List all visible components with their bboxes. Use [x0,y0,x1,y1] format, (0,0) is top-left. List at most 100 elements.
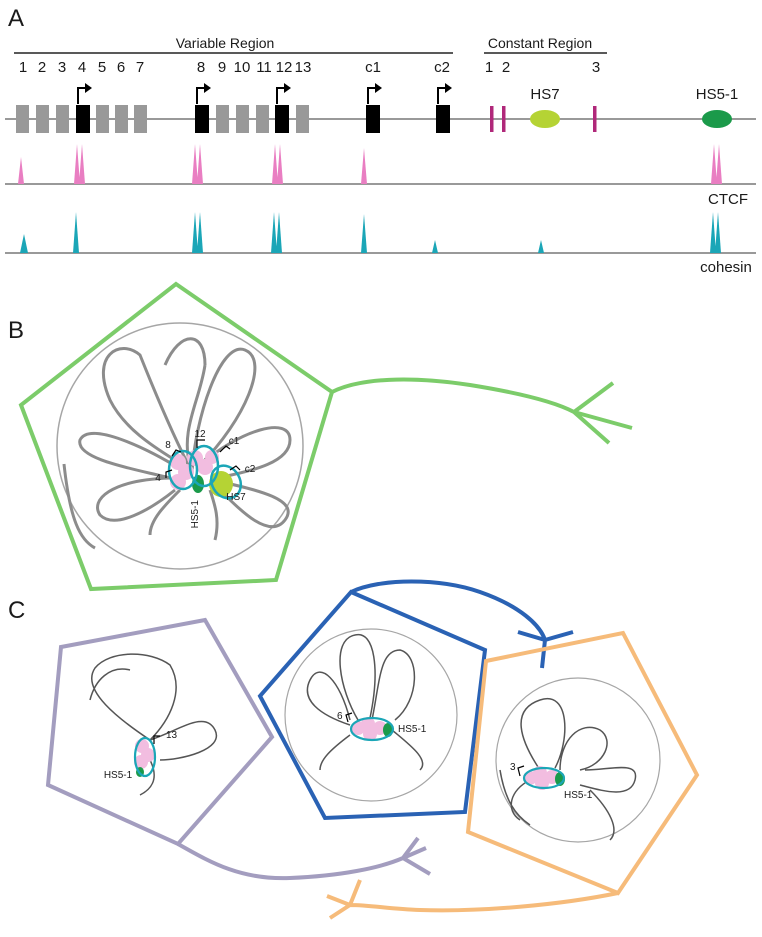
neuron-c2-soma [257,589,488,821]
exon-label-10: 10 [234,59,251,76]
constant-exon-label-2: 2 [502,59,510,76]
promoter-arrowhead-8 [204,83,211,93]
exon-6 [115,105,128,133]
exon-13 [296,105,309,133]
panel-a-label: A [8,5,24,32]
cohesin-peak [361,214,367,253]
exon-label-5: 5 [98,59,106,76]
cohesin-peak [271,212,277,253]
exon-number-labels: 1 2 3 4 5 6 7 8 9 10 11 12 13 c1 c2 1 2 … [19,59,600,76]
ctcf-peak [79,144,85,184]
cohesin-peak [715,212,721,253]
nucleus-c2 [284,628,458,802]
exon-label-13: 13 [295,59,312,76]
promoter-arrow-4 [77,87,88,104]
constant-exon-3 [593,106,597,132]
exon-label-12: 12 [276,59,293,76]
exon-label-c2: c2 [434,59,450,76]
label-c1-promoter: 13 [166,730,178,741]
enhanceosome-c3 [522,766,566,790]
promoter-arrow-b-8 [171,449,182,457]
constant-exon-2 [502,106,506,132]
promoter-arrow-c1 [367,87,378,104]
label-c3-hs51: HS5-1 [564,790,593,801]
ctcf-ball [134,755,148,769]
exon-9 [216,105,229,133]
exon-boxes [16,105,450,133]
label-b-8: 8 [165,440,171,451]
promoter-arrowhead-4 [85,83,92,93]
cohesin-ring [522,766,566,790]
cohesin-peak [192,212,198,253]
promoter-arrow-c1 [153,735,160,744]
ctcf-peak [192,144,198,184]
cohesin-peak [197,212,203,253]
constant-exon-label-1: 1 [485,59,493,76]
panel-b: B 8 12 c1 [8,281,633,592]
exon-label-11: 11 [256,59,272,76]
panel-c: C 13 HS5-1 6 HS5-1 [8,579,700,920]
promoter-arrowheads [85,83,452,93]
exon-label-4: 4 [78,59,86,76]
promoter-arrow-12 [276,87,287,104]
enhanceosome-b [167,444,243,500]
ctcf-peak [277,144,283,184]
cohesin-peak [73,212,79,253]
cohesin-track-label: cohesin [700,259,752,276]
promoter-arrow-b-c2 [229,465,241,471]
exon-12 [275,105,289,133]
promoter-arrow-b-4 [165,469,173,478]
exon-7 [134,105,147,133]
label-b-4: 4 [155,473,161,484]
neuron-c3-axon [326,879,619,920]
cohesin-ring [349,716,395,742]
cohesin-peak [20,234,28,253]
variable-region-label: Variable Region [176,35,275,51]
promoter-arrow-c3 [517,765,525,777]
ctcf-peak [711,144,717,184]
chromatin-b [62,337,292,550]
constant-region-label: Constant Region [488,35,592,51]
hub-arrows-b [165,439,241,478]
promoter-arrowhead-12 [284,83,291,93]
exon-c2 [436,105,450,133]
promoter-arrowhead-c2 [445,83,452,93]
constant-exon-1 [490,106,494,132]
hs7-label: HS7 [530,86,559,103]
neuron-c1-soma [45,617,275,847]
neuron-b-axon [331,377,633,445]
promoter-arrow-c2 [345,712,353,723]
exon-3 [56,105,69,133]
exon-2 [36,105,49,133]
neuron-c3-soma [465,630,700,896]
exon-10 [236,105,249,133]
hs51-element [702,110,732,128]
neuron-c1-axon [177,836,432,881]
cohesin-peaks [20,212,721,253]
exon-label-6: 6 [117,59,125,76]
panel-b-label: B [8,317,24,344]
constant-exons [490,106,597,132]
label-c2-hs51: HS5-1 [398,724,427,735]
constant-exon-label-3: 3 [592,59,600,76]
promoter-arrow-c2 [437,87,448,104]
exon-label-1: 1 [19,59,27,76]
exon-5 [96,105,109,133]
label-b-c1: c1 [229,436,240,447]
exon-11 [256,105,269,133]
nucleus-c3 [495,677,661,843]
chromatin-c2 [306,633,424,771]
exon-c1 [366,105,380,133]
chromatin-c1 [89,653,218,796]
ctcf-peak [74,144,80,184]
neuron-b-soma [18,281,335,592]
ctcf-peak [197,144,203,184]
nucleus-b [56,322,304,570]
hs7-element [530,110,560,128]
cohesin-ring [167,449,199,491]
exon-label-7: 7 [136,59,144,76]
exon-8 [195,105,209,133]
promoter-arrow-b-12 [196,439,205,448]
label-b-12: 12 [194,429,206,440]
exon-label-8: 8 [197,59,205,76]
